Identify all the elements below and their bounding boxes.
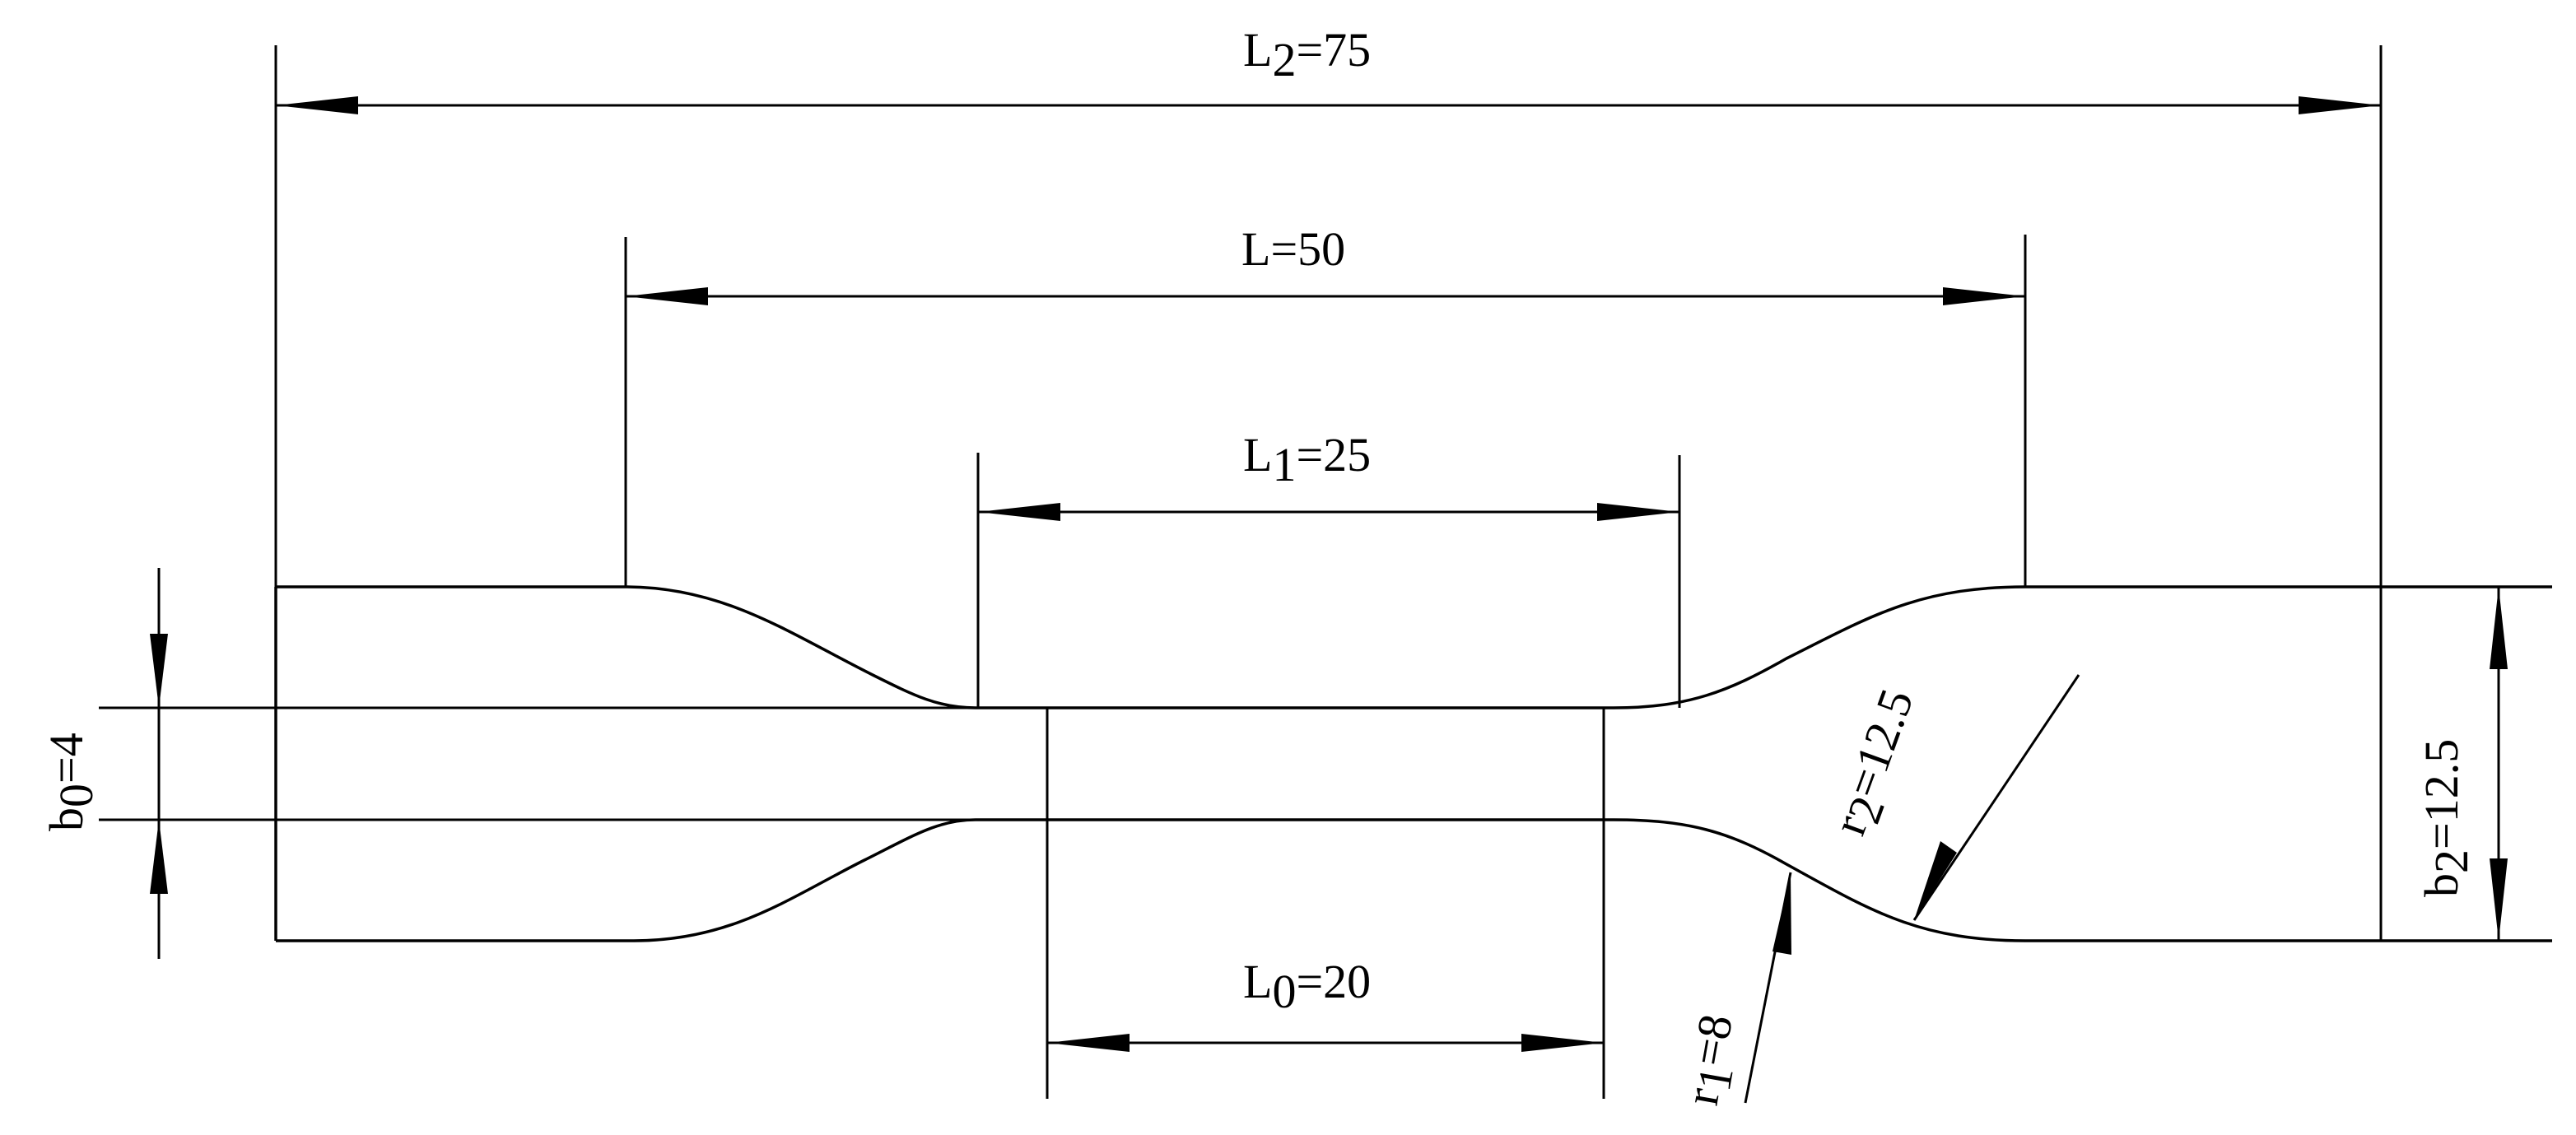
arrowhead (2490, 587, 2508, 669)
arrowhead (150, 634, 168, 708)
dimension-L1 (978, 503, 1679, 521)
dimension-b2 (2490, 587, 2508, 941)
label-L: L=50 (1241, 222, 1345, 276)
arrowhead (276, 96, 358, 114)
specimen-outline (99, 585, 2552, 942)
arrowhead (978, 503, 1060, 521)
arrowhead (1943, 287, 2025, 305)
dimension-b0 (150, 568, 168, 959)
label-r2: r2=12.5 (1822, 682, 1933, 845)
arrowhead (1521, 1034, 1604, 1052)
leader-r1 (1744, 872, 1792, 1104)
arrowhead (2490, 858, 2508, 941)
label-L2: L2=75 (1243, 23, 1371, 86)
arrowhead (2299, 96, 2381, 114)
arrowhead (1772, 872, 1791, 955)
arrowhead (1914, 841, 1957, 920)
leader-r2 (1912, 674, 2080, 921)
arrowhead (1047, 1034, 1130, 1052)
bottom-profile (276, 818, 2552, 942)
label-L1: L1=25 (1243, 428, 1371, 491)
label-b0: b0=4 (40, 733, 103, 831)
arrowhead (150, 820, 168, 894)
label-L0: L0=20 (1243, 955, 1371, 1018)
dimension-L2 (276, 96, 2381, 114)
arrowhead (1597, 503, 1679, 521)
top-profile (276, 585, 2552, 709)
label-r1: r1=8 (1675, 1011, 1753, 1111)
arrowhead (626, 287, 708, 305)
label-b2: b2=12.5 (2415, 739, 2478, 897)
dimension-L (626, 287, 2025, 305)
dimension-L0 (1047, 1034, 1604, 1052)
